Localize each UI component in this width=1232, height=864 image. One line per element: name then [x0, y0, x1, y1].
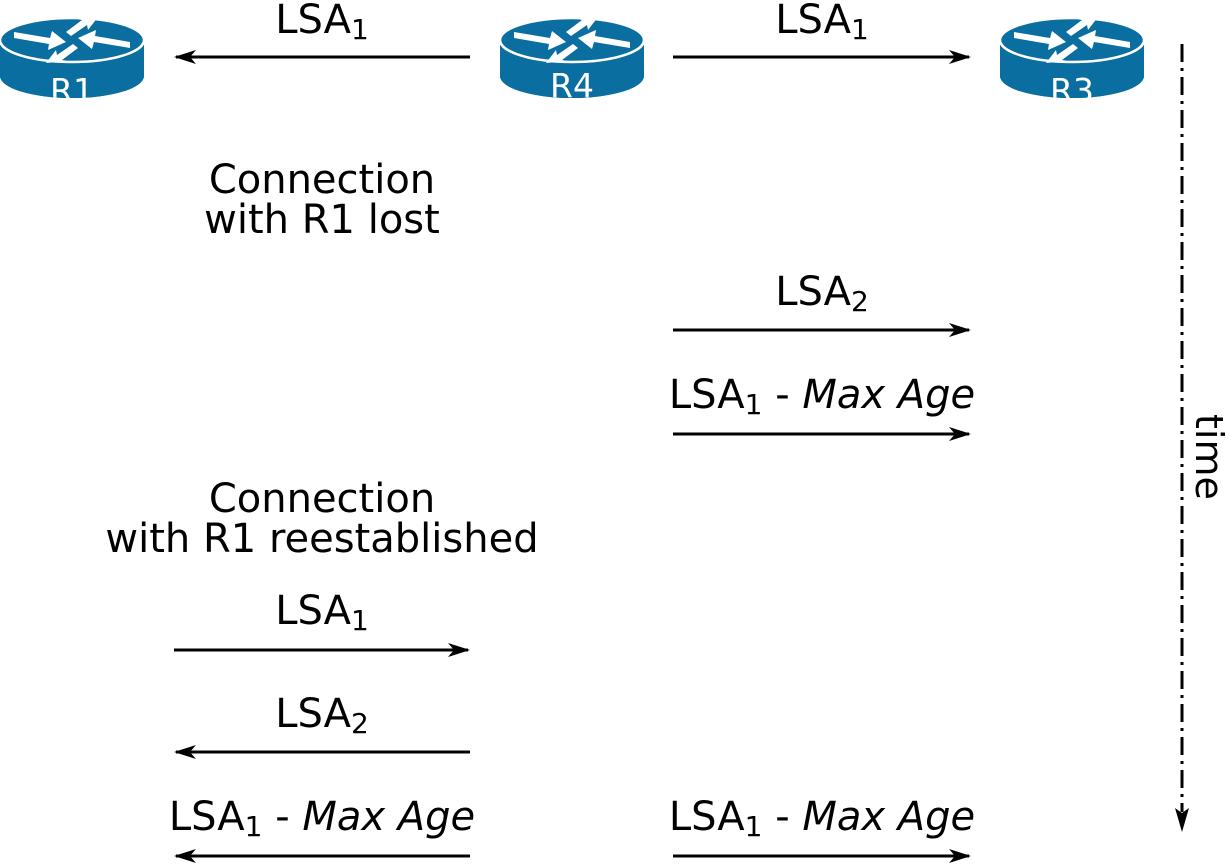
message-label-m2: LSA1 [775, 0, 869, 46]
message-label-m1: LSA1 [275, 0, 369, 46]
message-label-m3: LSA2 [775, 269, 869, 318]
time-axis-arrowhead [1175, 808, 1189, 832]
router-r1-icon [0, 16, 146, 98]
router-r3-label: R3 [1050, 71, 1094, 110]
time-axis-label: time [1187, 414, 1231, 500]
connection-lost-line2: with R1 lost [204, 197, 440, 243]
connection-reestablished-note: Connection with R1 reestablished [105, 479, 538, 559]
connection-lost-note: Connection with R1 lost [204, 160, 440, 240]
router-r1-label: R1 [50, 71, 94, 110]
message-label-m6: LSA2 [275, 691, 369, 740]
connection-reestablished-line2: with R1 reestablished [105, 516, 539, 562]
message-label-m8: LSA1 - Max Age [668, 794, 976, 843]
message-label-m7: LSA1 - Max Age [168, 794, 476, 843]
router-r4-icon [498, 16, 646, 98]
connection-reestablished-line1: Connection [208, 476, 436, 522]
connection-lost-line1: Connection [208, 157, 436, 203]
router-r3-icon [998, 16, 1146, 98]
router-r4-label: R4 [550, 66, 594, 105]
message-label-m5: LSA1 [275, 588, 369, 637]
message-label-m4: LSA1 - Max Age [668, 372, 976, 421]
